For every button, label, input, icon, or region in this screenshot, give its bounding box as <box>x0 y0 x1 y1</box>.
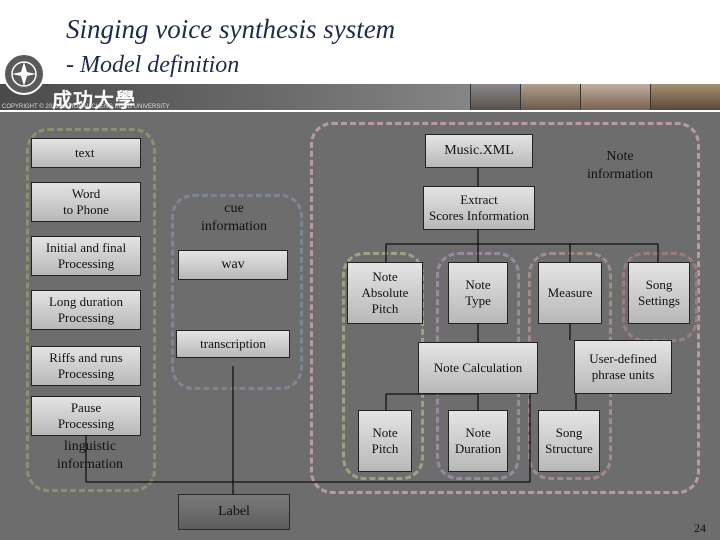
musicxml-box: Music.XML <box>425 134 533 168</box>
text-box: text <box>31 138 141 168</box>
song-structure-box: Song Structure <box>538 410 600 472</box>
page-number: 24 <box>694 521 706 535</box>
linguistic-information-label: linguistic information <box>56 439 124 473</box>
note-duration-box: Note Duration <box>448 410 508 472</box>
slide-title: Singing voice synthesis system <box>66 14 396 44</box>
extract-scores-box: Extract Scores Information <box>423 186 535 230</box>
note-calculation-box: Note Calculation <box>418 342 538 394</box>
slide-subtitle: - Model definition <box>66 52 240 78</box>
university-logo-text: 成功大學 <box>52 90 136 112</box>
cue-group <box>171 194 303 390</box>
cue-information-label: cue information <box>200 201 268 235</box>
wav-box: wav <box>178 250 288 280</box>
user-defined-phrase-box: User-defined phrase units <box>574 340 672 394</box>
campus-photo <box>580 84 651 110</box>
note-type-box: Note Type <box>448 262 508 324</box>
transcription-box: transcription <box>176 330 290 358</box>
linguistic-group <box>26 128 156 492</box>
note-absolute-pitch-box: Note Absolute Pitch <box>347 262 423 324</box>
campus-photo <box>470 84 521 110</box>
university-seal-icon <box>3 53 45 95</box>
riffs-runs-box: Riffs and runs Processing <box>31 346 141 386</box>
long-duration-box: Long duration Processing <box>31 290 141 330</box>
note-info-group <box>310 122 700 494</box>
campus-photo <box>650 84 720 110</box>
word-to-phone-box: Word to Phone <box>31 182 141 222</box>
slide-header: Singing voice synthesis system - Model d… <box>0 0 720 112</box>
label-output-box: Label <box>178 494 290 530</box>
copyright-text: COPYRIGHT © 2013 NATIONAL CHENG KUNG UNI… <box>2 104 170 110</box>
measure-box: Measure <box>538 262 602 324</box>
note-pitch-box: Note Pitch <box>358 410 412 472</box>
initial-final-box: Initial and final Processing <box>31 236 141 276</box>
note-information-label: Note information <box>586 149 654 183</box>
pause-box: Pause Processing <box>31 396 141 436</box>
campus-photo <box>520 84 581 110</box>
song-settings-box: Song Settings <box>628 262 690 324</box>
